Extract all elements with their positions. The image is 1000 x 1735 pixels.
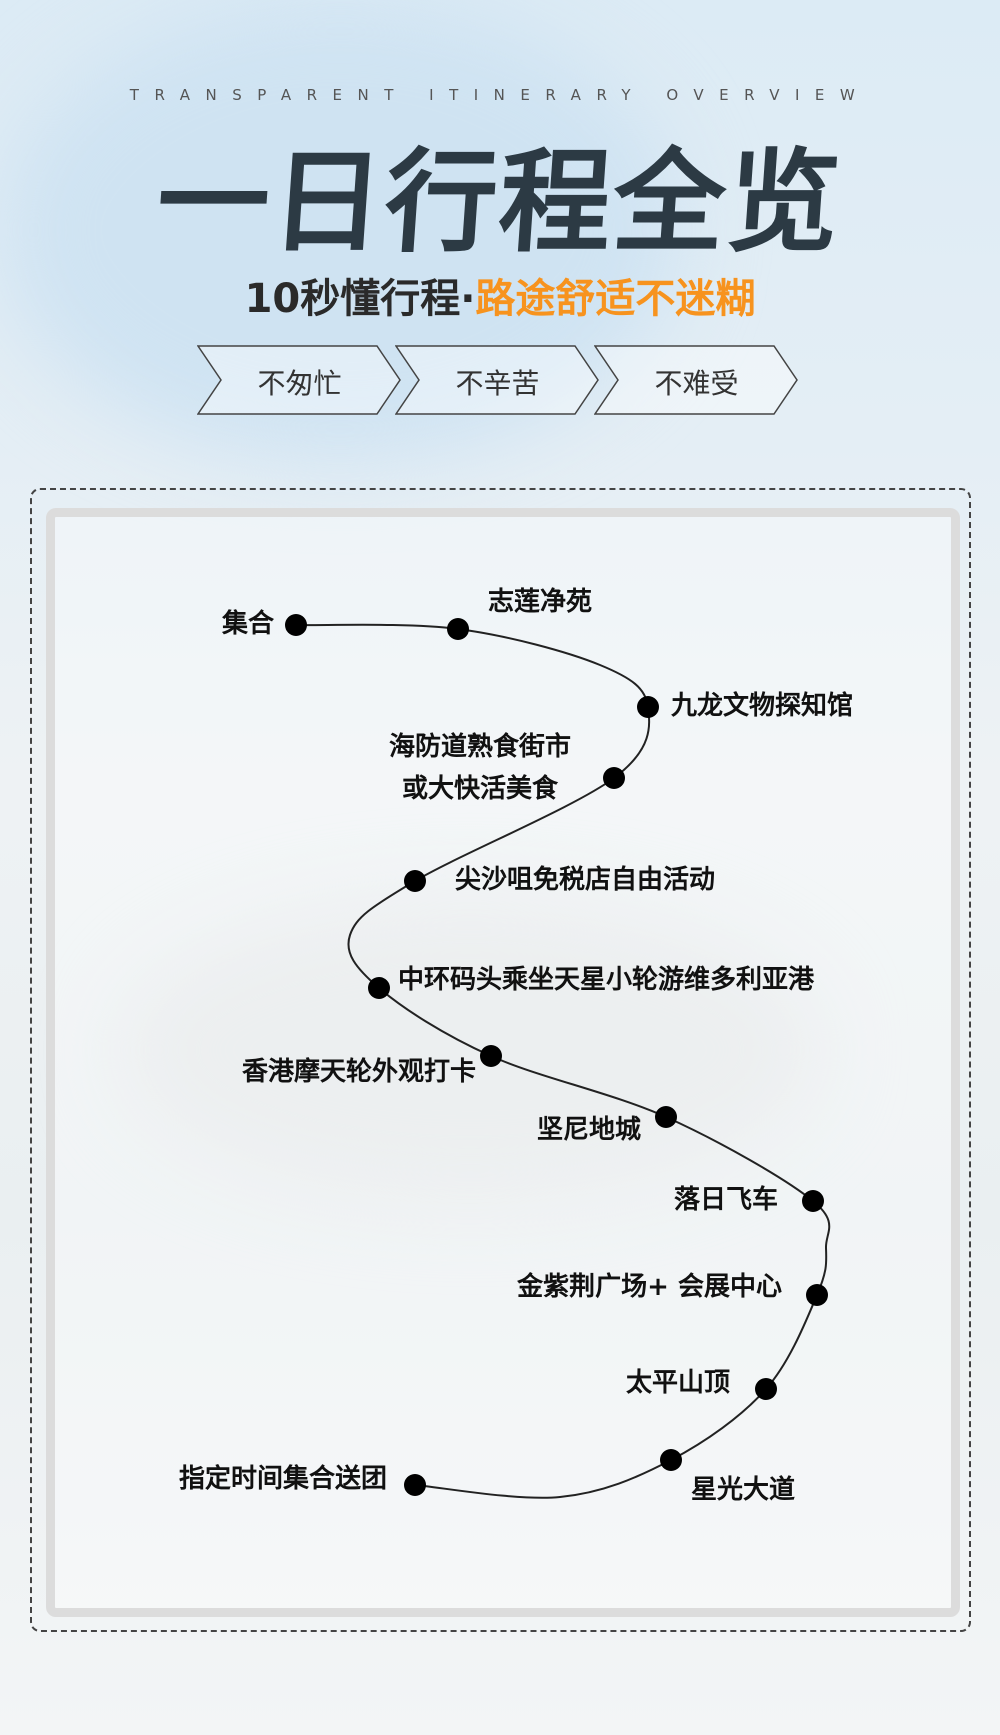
stop-dot [802,1190,824,1212]
badge-no-rush: 不匆忙 [197,345,402,415]
chevron-arrow-icon [594,345,798,415]
stop-dot [404,1474,426,1496]
bg-haze [120,900,820,1200]
stop-dot [806,1284,828,1306]
stop-dot [285,614,307,636]
stop-dot [480,1045,502,1067]
stop-dot [660,1449,682,1471]
stop-label: 集合 [221,609,274,639]
stop-label: 太平山顶 [625,1368,730,1398]
stop-label: 志莲净苑 [488,587,593,617]
stop-label: 九龙文物探知馆 [671,691,854,721]
chevron-arrow-icon [197,345,401,415]
stop-dot [447,618,469,640]
stop-label: 落日飞车 [673,1185,778,1215]
stop-label: 尖沙咀免税店自由活动 [455,865,716,895]
itinerary-frame [30,488,971,1632]
stop-dot [603,767,625,789]
stop-label: 海防道熟食街市 或大快活美食 [375,727,585,810]
badge-no-discomfort: 不难受 [594,345,799,415]
stop-label: 指定时间集合送团 [178,1464,387,1494]
stop-label: 坚尼地城 [536,1115,641,1145]
stop-label-line: 海防道熟食街市 [388,732,571,762]
stop-dot [637,696,659,718]
stop-label: 金紫荆广场+ 会展中心 [517,1272,782,1302]
stop-label: 星光大道 [691,1475,796,1505]
chevron-arrow-icon [395,345,599,415]
stop-label: 中环码头乘坐天星小轮游维多利亚港 [398,965,815,995]
tagline: 10秒懂行程·路途舒适不迷糊 [0,266,1000,324]
stop-label: 香港摩天轮外观打卡 [241,1057,476,1087]
stop-dot [404,870,426,892]
english-subtitle: TRANSPARENT ITINERARY OVERVIEW [129,86,871,104]
stop-dot [655,1106,677,1128]
badge-label: 不难受 [654,367,739,400]
tagline-dark: 10秒懂行程· [244,276,476,322]
itinerary-panel [46,508,960,1617]
stop-dot [368,977,390,999]
stop-dot [755,1378,777,1400]
badge-label: 不辛苦 [455,367,540,400]
stop-dots [285,614,828,1496]
tagline-orange: 路途舒适不迷糊 [475,276,756,322]
bg-sky [0,0,680,460]
badge-no-hardship: 不辛苦 [395,345,600,415]
stop-label-line: 或大快活美食 [401,773,558,804]
badge-label: 不匆忙 [257,367,342,400]
